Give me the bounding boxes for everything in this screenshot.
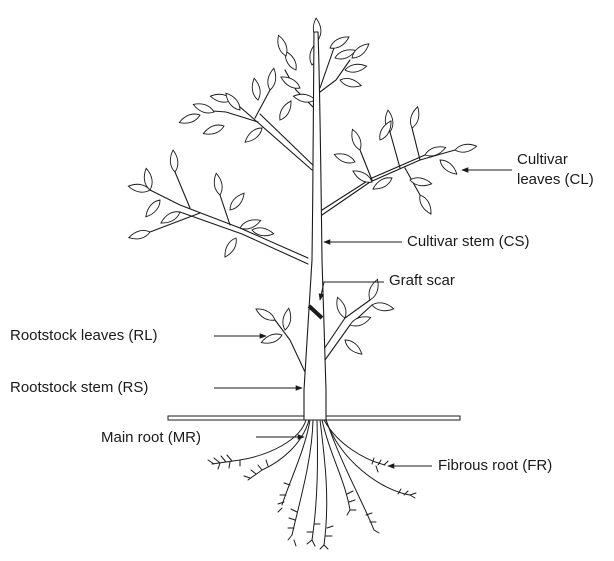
label-main-root: Main root (MR): [101, 428, 201, 447]
label-cultivar-leaves-line2: leaves (CL): [517, 170, 594, 189]
label-cultivar-leaves-line1: Cultivar: [517, 150, 568, 169]
label-fibrous-root: Fibrous root (FR): [438, 456, 552, 475]
cultivar-leaves: [128, 18, 478, 259]
roots: [208, 420, 416, 549]
label-rootstock-leaves: Rootstock leaves (RL): [10, 326, 158, 345]
label-graft-scar: Graft scar: [389, 271, 455, 290]
label-rootstock-stem: Rootstock stem (RS): [10, 378, 148, 397]
label-cultivar-stem: Cultivar stem (CS): [407, 232, 530, 251]
